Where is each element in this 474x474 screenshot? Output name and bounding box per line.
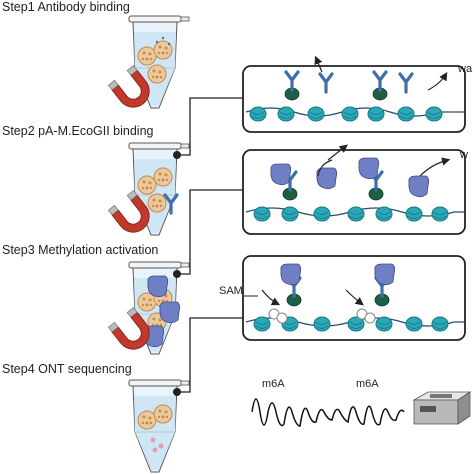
wash-label-2: w: [459, 149, 468, 161]
m6a-label-2: m6A: [356, 378, 379, 390]
sequencer-device-icon: [412, 391, 472, 425]
step1-tube: [128, 15, 190, 109]
panel-pa-mecogii-binding: [242, 144, 466, 235]
sam-label: SAM: [219, 285, 243, 297]
connector-lines: [177, 97, 243, 393]
panel-antibody-binding: [242, 55, 466, 133]
m6a-label-1: m6A: [262, 378, 285, 390]
wash-label-1: wa: [457, 63, 473, 75]
step1-title: Step1 Antibody binding: [2, 0, 130, 14]
step2-tube: [128, 142, 190, 236]
step2-title: Step2 pA-M.EcoGII binding: [2, 124, 154, 138]
step4-title: Step4 ONT sequencing: [2, 362, 132, 376]
step3-title: Step3 Methylation activation: [2, 243, 159, 257]
nanopore-signal-trace: [251, 398, 405, 427]
panel-methylation-activation: [242, 255, 466, 341]
step4-tube: [128, 379, 190, 473]
